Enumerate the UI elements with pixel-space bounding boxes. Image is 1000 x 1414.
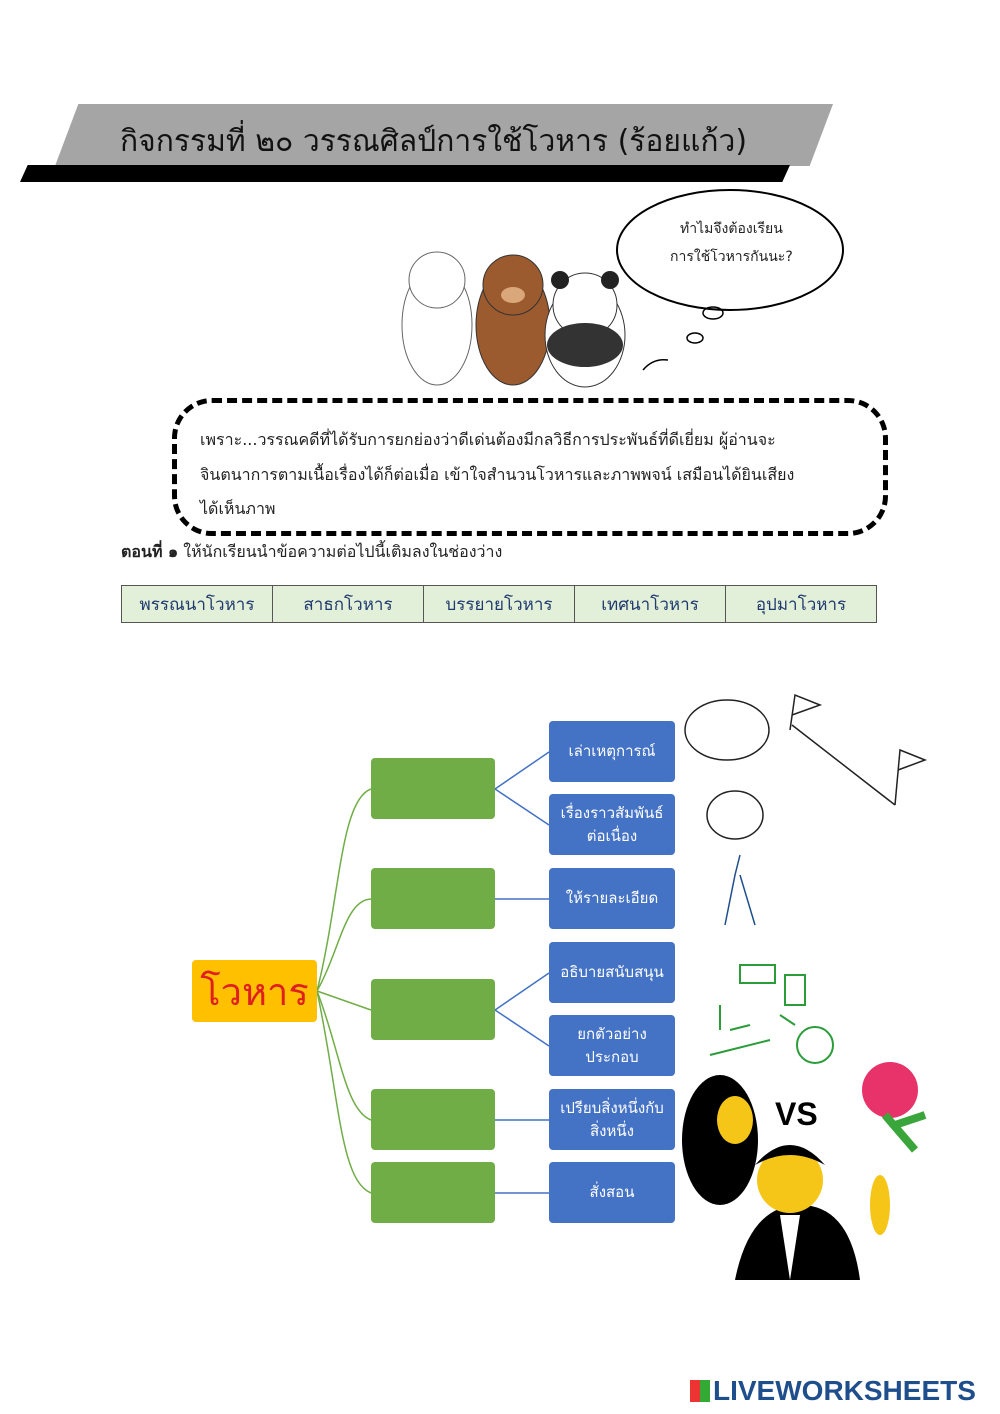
- word-bank-item[interactable]: บรรยายโวหาร: [423, 585, 575, 623]
- detail-box: ยกตัวอย่างประกอบ: [549, 1015, 675, 1076]
- bears-illustration: [401, 189, 844, 388]
- title-underline-bar: [20, 165, 790, 182]
- detail-box: อธิบายสนับสนุน: [549, 942, 675, 1003]
- word-bank-item[interactable]: สาธกโวหาร: [272, 585, 424, 623]
- recycle-items-icon: [709, 964, 834, 1064]
- teacher-silhouette-icon: [735, 1145, 890, 1280]
- thought-line: การใช้โวหารกันนะ?: [670, 249, 793, 265]
- race-flags-icon: [789, 693, 928, 806]
- sleeping-rabbit-icon: [684, 699, 770, 761]
- panda-bear-icon: [544, 271, 626, 388]
- instruction: ตอนที่ ๑ ให้นักเรียนนำข้อความต่อไปนี้เติ…: [121, 540, 502, 565]
- word-bank-table: พรรณนาโวหาร สาธกโวหาร บรรยายโวหาร เทศนาโ…: [121, 585, 877, 623]
- vs-label: VS: [775, 1096, 818, 1132]
- answer-line: เพราะ...วรรณคดีที่ได้รับการยกย่องว่าดีเด…: [200, 430, 776, 449]
- figure-sketch-icon: [724, 854, 756, 926]
- instruction-label: ตอนที่ ๑: [121, 542, 179, 561]
- detail-box: ให้รายละเอียด: [549, 868, 675, 929]
- logo-mark-icon: [690, 1380, 710, 1402]
- answer-box: [172, 398, 888, 536]
- answer-line: ได้เห็นภาพ: [200, 499, 276, 518]
- answer-line: จินตนาการตามเนื้อเรื่องได้ก็ต่อเมื่อ เข้…: [200, 465, 795, 484]
- detail-box: สั่งสอน: [549, 1162, 675, 1223]
- girl-silhouette-icon: [682, 1075, 758, 1205]
- answer-slot-2[interactable]: [371, 868, 495, 929]
- liveworksheets-logo: LIVEWORKSHEETS: [690, 1375, 976, 1407]
- detail-box: เรื่องราวสัมพันธ์ต่อเนื่อง: [549, 794, 675, 855]
- thought-bubble-text: ทำไมจึงต้องเรียน การใช้โวหารกันนะ?: [670, 215, 793, 271]
- word-bank-item[interactable]: เทศนาโวหาร: [574, 585, 726, 623]
- logo-text: LIVEWORKSHEETS: [713, 1375, 976, 1406]
- thought-line: ทำไมจึงต้องเรียน: [679, 221, 783, 237]
- ice-bear-icon: [401, 251, 473, 386]
- instruction-text: ให้นักเรียนนำข้อความต่อไปนี้เติมลงในช่อง…: [178, 542, 503, 561]
- page-title: กิจกรรมที่ ๒๐ วรรณศิลป์การใช้โวหาร (ร้อย…: [120, 124, 748, 159]
- answer-slot-1[interactable]: [371, 758, 495, 819]
- word-bank-item[interactable]: อุปมาโวหาร: [725, 585, 877, 623]
- thought-bubble-icon: [616, 189, 844, 311]
- rose-icon: [862, 1062, 927, 1153]
- doodles: VS: [682, 693, 928, 1280]
- answer-slot-3[interactable]: [371, 979, 495, 1040]
- turtle-icon: [706, 790, 764, 840]
- answer-slot-5[interactable]: [371, 1162, 495, 1223]
- word-bank-item[interactable]: พรรณนาโวหาร: [121, 585, 273, 623]
- detail-box: เปรียบสิ่งหนึ่งกับสิ่งหนึ่ง: [549, 1089, 675, 1150]
- title-banner: [55, 104, 833, 166]
- grizzly-bear-icon: [475, 254, 551, 386]
- answer-slot-4[interactable]: [371, 1089, 495, 1150]
- mindmap-center: โวหาร: [192, 960, 317, 1022]
- detail-box: เล่าเหตุการณ์: [549, 721, 675, 782]
